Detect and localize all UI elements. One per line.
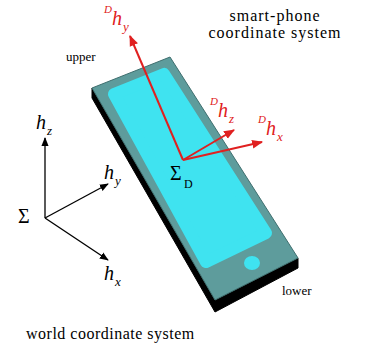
world-axis-z xyxy=(44,138,45,218)
end-label: lower xyxy=(282,284,312,298)
phone-face xyxy=(92,57,298,300)
phone-axis-x xyxy=(183,142,262,160)
axis-subscript: z xyxy=(47,124,52,138)
axis-letter: h xyxy=(104,263,114,284)
axis-subscript: y xyxy=(123,20,129,34)
system-title: world coordinate system xyxy=(26,326,195,343)
axis-subscript: x xyxy=(277,130,283,144)
axis-superscript: D xyxy=(258,114,266,126)
axis-letter: h xyxy=(266,118,276,139)
phone-screen xyxy=(114,74,266,262)
home-button xyxy=(244,256,260,270)
frame-symbol: Σ xyxy=(18,206,30,227)
end-label: upper xyxy=(66,50,96,64)
axis-subscript: x xyxy=(115,275,121,289)
world-axis-x xyxy=(45,218,108,260)
axis-letter: h xyxy=(218,100,228,121)
system-title: smart-phone coordinate system xyxy=(200,8,350,42)
axis-subscript: y xyxy=(115,174,121,188)
axis-letter: h xyxy=(104,162,114,183)
axis-subscript: z xyxy=(229,112,234,126)
phone-axis-z xyxy=(183,130,234,160)
frame-symbol: Σ xyxy=(170,163,182,184)
phone-axis-y xyxy=(130,36,183,160)
axis-superscript: D xyxy=(104,4,112,16)
axis-letter: h xyxy=(112,8,122,29)
world-axis-y xyxy=(45,184,108,218)
frame-subscript: D xyxy=(184,178,193,191)
axis-letter: h xyxy=(36,112,46,133)
axis-superscript: D xyxy=(210,96,218,108)
